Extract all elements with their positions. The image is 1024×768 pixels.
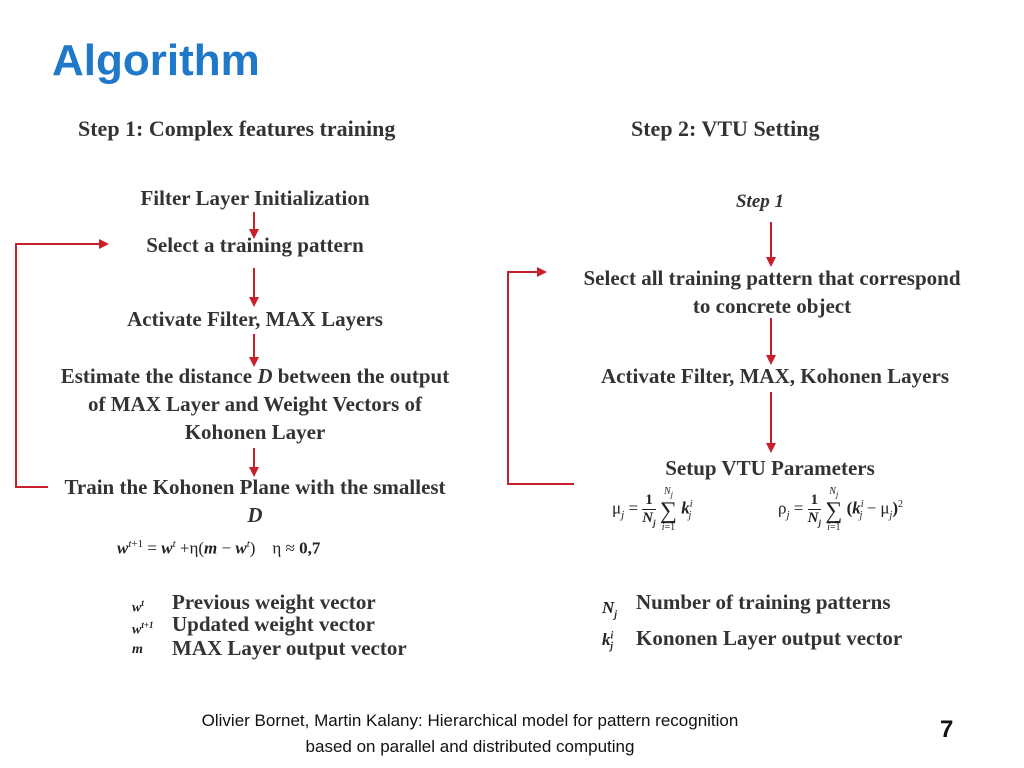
select-all-patterns: Select all training pattern that corresp… xyxy=(542,264,1002,320)
estimate-line2: of MAX Layer and Weight Vectors of xyxy=(87,392,423,416)
setup-vtu-parameters: Setup VTU Parameters xyxy=(665,456,875,480)
estimate-text: Estimate the distance xyxy=(60,364,253,388)
legend-wt1-text: Updated weight vector xyxy=(172,612,375,636)
legend-kj-text: Kononen Layer output vector xyxy=(636,626,903,650)
legend-wt-symbol: wt xyxy=(132,598,144,616)
footer-citation: Olivier Bornet, Martin Kalany: Hierarchi… xyxy=(201,711,739,756)
train-var: D xyxy=(247,503,263,527)
loop-arrow-s2 xyxy=(507,267,574,485)
estimate-distance: Estimate the distance D between the outp… xyxy=(20,362,490,446)
train-kohonen: Train the Kohonen Plane with the smalles… xyxy=(60,473,450,529)
loop-arrow-s1 xyxy=(15,239,109,488)
step1-ref: Step 1 xyxy=(735,191,785,212)
legend-m-text: MAX Layer output vector xyxy=(172,636,407,660)
filter-layer-init: Filter Layer Initialization xyxy=(140,186,370,210)
legend-kj-symbol: kij xyxy=(602,630,614,653)
page-number: 7 xyxy=(940,716,954,743)
step1-heading: Step 1: Complex features training xyxy=(78,116,396,141)
legend-wt1-symbol: wt+1 xyxy=(132,620,154,638)
select-line2: to concrete object xyxy=(692,294,852,318)
estimate-line3: Kohonen Layer xyxy=(184,420,326,444)
legend-m-symbol: m xyxy=(132,642,143,657)
activate-filter-max-kohonen: Activate Filter, MAX, Kohonen Layers xyxy=(601,364,949,388)
legend-wt-text: Previous weight vector xyxy=(172,590,376,614)
select-line1: Select all training pattern that corresp… xyxy=(583,266,961,290)
estimate-rest: between the output xyxy=(272,364,450,388)
update-formula: wt+1 = wt +η(m − wt) η ≈ 0,7 xyxy=(117,538,321,558)
legend-nj-symbol: Nj xyxy=(602,598,618,621)
slide-title: Algorithm xyxy=(52,36,260,85)
estimate-var: D xyxy=(257,364,273,388)
step2-heading: Step 2: VTU Setting xyxy=(631,116,820,141)
legend-nj-text: Number of training patterns xyxy=(636,590,891,614)
train-text: Train the Kohonen Plane with the smalles… xyxy=(64,475,446,499)
activate-filter-max: Activate Filter, MAX Layers xyxy=(127,307,383,331)
